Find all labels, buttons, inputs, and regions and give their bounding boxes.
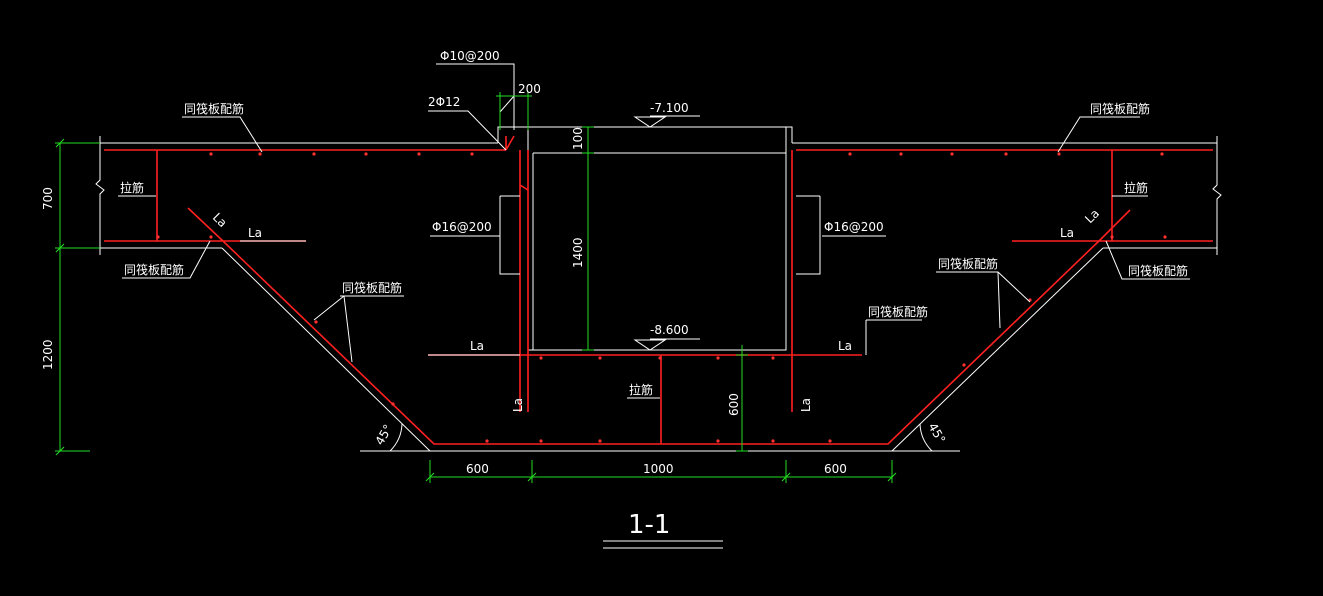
elev-top-line <box>633 115 700 128</box>
left-upper-wall-outline <box>497 126 793 351</box>
dim-1200-text: 1200 <box>41 339 55 370</box>
dim-600-vertical-text: 600 <box>727 393 741 416</box>
dim-bottom-600-right-text: 600 <box>824 462 847 476</box>
title-underline <box>603 540 723 549</box>
leader-same-pit-right <box>865 319 922 355</box>
wall-rebar-left <box>505 135 529 412</box>
dim-bottom-horizontal <box>429 460 893 483</box>
dim-1400 <box>582 126 594 351</box>
dim-100-text: 100 <box>571 127 585 150</box>
label-tie-left: 拉筋 <box>120 180 144 195</box>
label-wall-bar-right: Φ16@200 <box>824 220 884 234</box>
concrete-outline <box>95 126 1222 452</box>
elev-bottom-text: -8.600 <box>650 323 689 337</box>
label-top-bar: Φ10@200 <box>440 49 500 63</box>
leader-same-right-top <box>1057 116 1140 153</box>
leader-wall-bar-right <box>796 195 886 275</box>
la-pit-right-text: La <box>838 339 852 353</box>
dim-bottom-1000-text: 1000 <box>643 462 674 476</box>
angle-right-text: 45° <box>925 421 948 446</box>
label-same-right-slope: 同筏板配筋 <box>938 256 998 271</box>
angle-arc-left <box>389 423 403 452</box>
label-wall-bar-left: Φ16@200 <box>432 220 492 234</box>
leader-same-left-top <box>182 116 263 153</box>
leader-same-left-slope <box>313 295 404 363</box>
label-same-left-bottom: 同筏板配筋 <box>124 262 184 277</box>
leader-wall-bar-left <box>430 195 520 275</box>
label-tie-center: 拉筋 <box>629 382 653 397</box>
leader-same-left-bottom <box>122 240 211 279</box>
label-same-left-top: 同筏板配筋 <box>184 101 244 116</box>
elev-bottom-line <box>633 338 700 351</box>
la-right-upper-text: La <box>1060 226 1074 240</box>
label-2phi: 2Φ12 <box>428 95 460 109</box>
dim-1400-text: 1400 <box>571 237 585 268</box>
dim-bottom-600-left-text: 600 <box>466 462 489 476</box>
rebar-dots <box>156 152 1167 443</box>
dimensions <box>55 92 897 483</box>
la-left-upper-text: La <box>248 226 262 240</box>
leaders <box>118 63 1190 399</box>
leader-same-right-bottom <box>1105 240 1190 280</box>
angle-arc-right <box>919 423 933 452</box>
dim-700-text: 700 <box>41 187 55 210</box>
text-labels: Φ10@200 2Φ12 200 -7.100 -8.600 同筏板配筋 同筏板… <box>41 49 1188 549</box>
angle-left-text: 45° <box>372 422 395 447</box>
label-same-right-bottom: 同筏板配筋 <box>1128 263 1188 278</box>
la-diag-left-text: La <box>210 210 230 230</box>
la-pit-left-text: La <box>470 339 484 353</box>
slope-left-outline <box>221 247 1104 452</box>
leader-same-right-slope <box>936 271 1031 329</box>
section-title: 1-1 <box>628 510 670 540</box>
dim-top-200-text: 200 <box>518 82 541 96</box>
dim-top-200 <box>496 92 532 130</box>
la-wall-left-text: La <box>511 398 525 412</box>
elev-top-text: -7.100 <box>650 101 689 115</box>
label-same-pit-right: 同筏板配筋 <box>868 304 928 319</box>
leader-top-bar <box>436 63 515 130</box>
left-break <box>95 136 105 255</box>
la-wall-right-text: La <box>799 398 813 412</box>
dim-left-vertical <box>55 142 100 452</box>
dim-600-vertical <box>736 345 748 452</box>
leader-2phi <box>428 110 507 151</box>
label-same-left-slope: 同筏板配筋 <box>342 280 402 295</box>
label-tie-right: 拉筋 <box>1124 180 1148 195</box>
dim-ticks <box>55 138 897 482</box>
right-break <box>1212 136 1222 255</box>
label-same-right-top: 同筏板配筋 <box>1090 101 1150 116</box>
la-diag-right-text: La <box>1082 206 1102 226</box>
